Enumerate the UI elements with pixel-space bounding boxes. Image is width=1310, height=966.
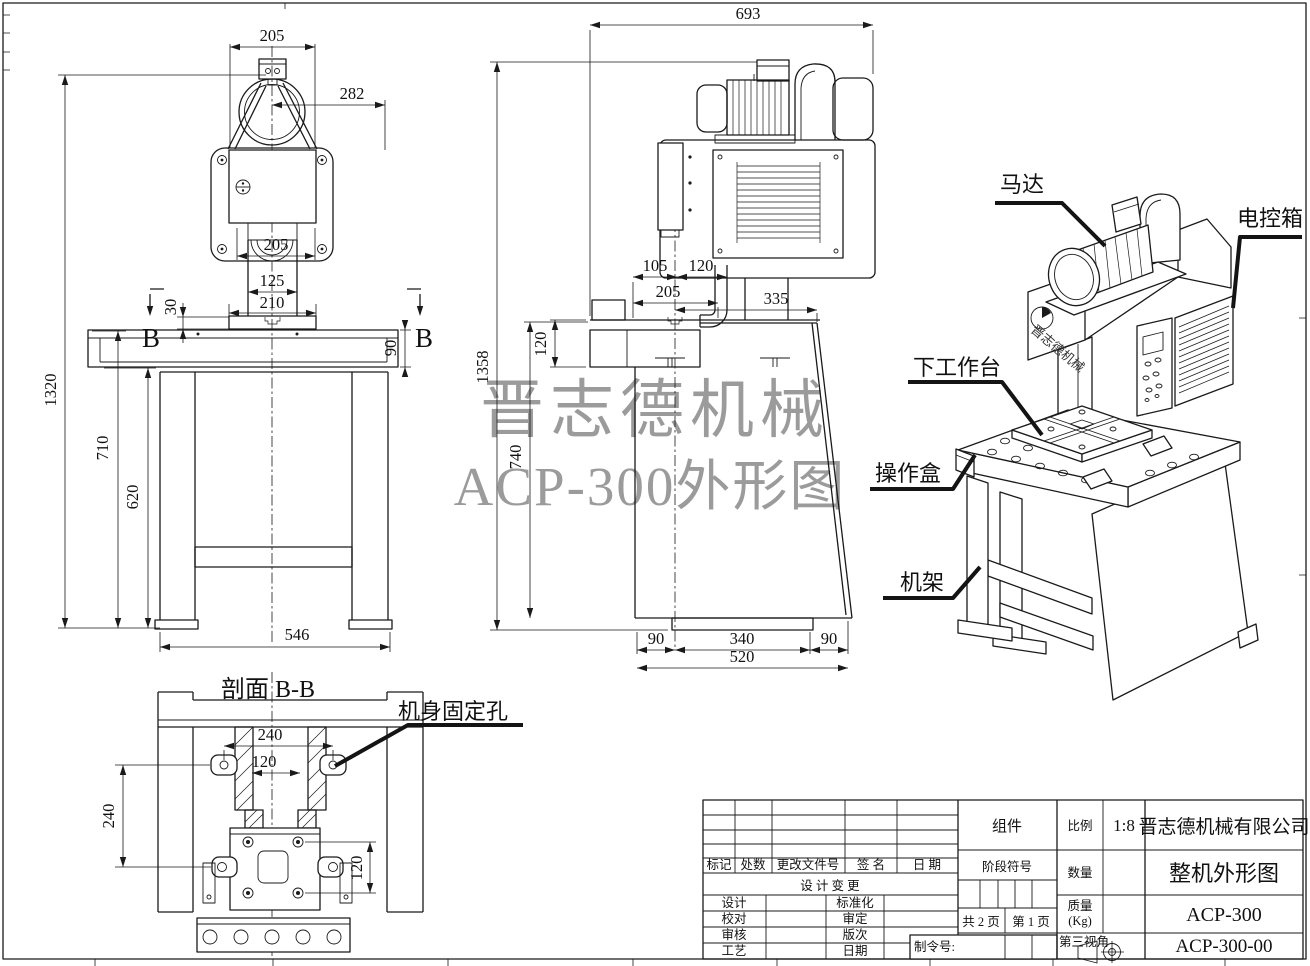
page-current: 第 1 页 xyxy=(1012,915,1050,929)
section-letter-right: B xyxy=(415,323,433,353)
scale-value: 1:8 xyxy=(1113,816,1135,835)
section-letter-left: B xyxy=(142,323,160,353)
label-operation-box: 操作盒 xyxy=(875,461,941,486)
section-title: 剖面 B-B xyxy=(221,676,315,703)
scale-label: 比例 xyxy=(1067,819,1092,833)
pages-total: 共 2 页 xyxy=(962,915,1000,929)
dim-sec-240-v: 240 xyxy=(99,804,118,829)
col-count: 处数 xyxy=(740,857,766,872)
dim-front-210: 210 xyxy=(260,293,285,312)
row-date: 日期 xyxy=(842,944,867,958)
watermark-line2: ACP-300外形图 xyxy=(454,456,847,517)
label-control-box: 电控箱 xyxy=(1237,206,1303,231)
col-sign: 签 名 xyxy=(857,857,885,872)
stage-label: 阶段符号 xyxy=(982,859,1032,874)
dim-sec-120-h: 120 xyxy=(252,752,277,771)
side-view: 693 1358 740 120 105 120 205 335 90 340 … xyxy=(473,4,876,672)
dim-side-693: 693 xyxy=(736,4,761,23)
row-review: 审核 xyxy=(721,927,747,942)
row-approve: 审定 xyxy=(842,911,867,926)
col-date: 日 期 xyxy=(913,858,941,872)
drawing-number: ACP-300-00 xyxy=(1175,936,1272,957)
dim-side-105: 105 xyxy=(643,256,668,275)
row-check: 校对 xyxy=(721,911,746,926)
design-change-label: 设 计 变 更 xyxy=(800,878,860,893)
dim-sec-120-v: 120 xyxy=(347,856,366,881)
qty-label: 数量 xyxy=(1067,865,1092,880)
dim-front-546: 546 xyxy=(285,625,310,644)
dim-side-120-left: 120 xyxy=(531,332,550,357)
label-motor: 马达 xyxy=(1000,172,1044,197)
dim-front-282: 282 xyxy=(340,84,365,103)
dim-side-90-rear: 90 xyxy=(821,629,838,648)
section-view: 剖面 B-B xyxy=(99,672,523,956)
mass-label-1: 质量 xyxy=(1067,899,1092,913)
dim-front-1320: 1320 xyxy=(41,374,60,407)
dim-side-120-top: 120 xyxy=(689,256,714,275)
dim-front-30: 30 xyxy=(161,299,180,316)
dim-front-205-mid: 205 xyxy=(264,235,289,254)
label-fixing-holes: 机身固定孔 xyxy=(398,699,508,724)
company-name: 晋志德机械有限公司 xyxy=(1138,816,1309,838)
label-lower-table: 下工作台 xyxy=(913,355,1001,380)
title-block: 标记 处数 更改文件号 签 名 日 期 设 计 变 更 设计 标准化 校对 审定… xyxy=(702,799,1310,964)
row-design: 设计 xyxy=(721,895,746,910)
dim-side-520: 520 xyxy=(730,647,755,666)
dim-side-340: 340 xyxy=(730,629,755,648)
dim-sec-240-h: 240 xyxy=(258,725,283,744)
model-number: ACP-300 xyxy=(1186,904,1262,926)
isometric-view: 晋志德机械 xyxy=(870,172,1303,701)
part-type: 组件 xyxy=(992,818,1022,835)
order-no-label: 制令号: xyxy=(914,939,955,954)
dim-front-710: 710 xyxy=(93,436,112,461)
front-view: 205 282 205 125 210 30 90 1320 710 620 5… xyxy=(41,26,433,652)
watermark: 晋志德机械 ACP-300外形图 xyxy=(454,375,847,517)
dim-side-1358: 1358 xyxy=(473,351,492,384)
dim-front-90: 90 xyxy=(381,340,400,357)
dim-side-90-front: 90 xyxy=(648,629,665,648)
dim-side-740: 740 xyxy=(506,445,525,470)
dim-front-620: 620 xyxy=(123,485,142,510)
dim-side-335: 335 xyxy=(764,289,789,308)
projection-label: 第三视角 xyxy=(1059,934,1109,949)
row-standardize: 标准化 xyxy=(836,896,874,910)
col-doc-no: 更改文件号 xyxy=(777,857,840,872)
third-angle-projection-icon xyxy=(1077,940,1124,964)
label-frame: 机架 xyxy=(900,570,944,595)
row-revision: 版次 xyxy=(842,928,867,942)
mass-label-2: (Kg) xyxy=(1068,914,1092,928)
drawing-title: 整机外形图 xyxy=(1169,861,1279,886)
row-process: 工艺 xyxy=(721,944,746,958)
dim-front-125: 125 xyxy=(260,271,285,290)
watermark-line1: 晋志德机械 xyxy=(480,375,830,446)
col-mark: 标记 xyxy=(706,858,732,872)
dim-front-205-top: 205 xyxy=(260,26,285,45)
dim-side-205: 205 xyxy=(656,282,681,301)
